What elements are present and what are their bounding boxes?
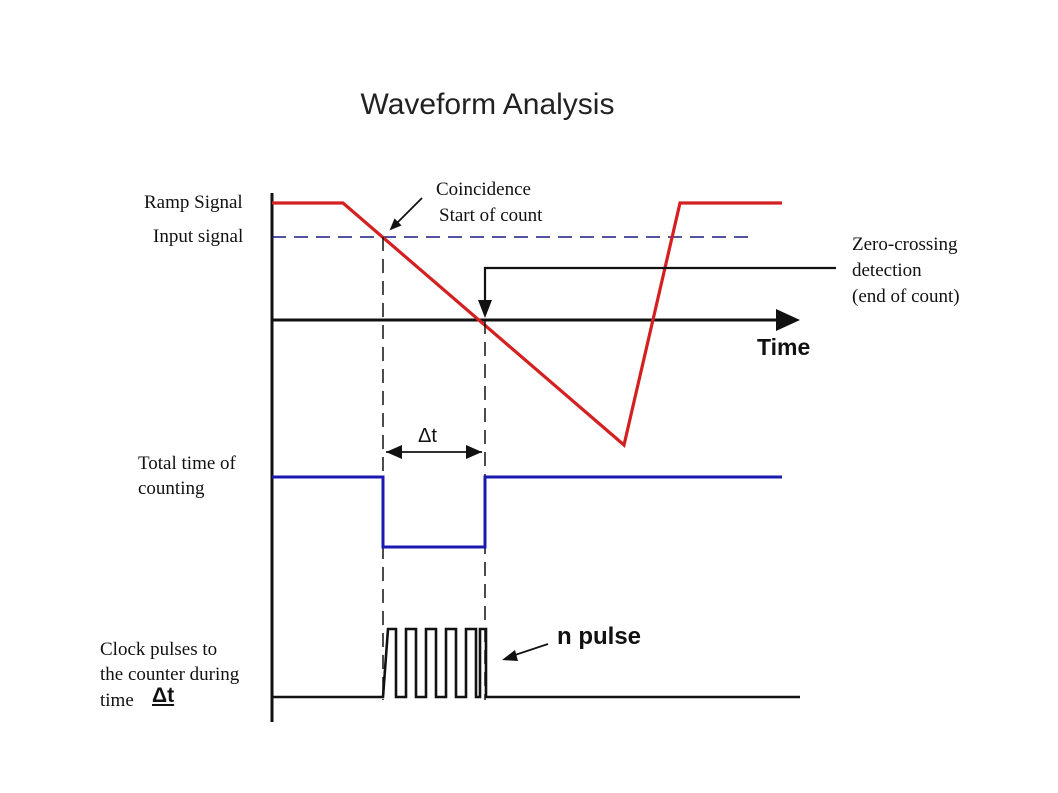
start-of-count-label: Start of count [439,205,543,226]
total-time-label: Total time of [138,453,236,474]
time-axis-arrow [776,309,800,331]
coincidence-arrow [389,197,423,231]
n-pulse-arrowhead [502,650,518,661]
coincidence-label: Coincidence [436,179,531,200]
zero-crossing-label: Zero-crossing [852,234,958,255]
gate-signal-line [272,475,782,549]
detection-label: detection [852,260,922,281]
zero-crossing-arrow-path [483,266,836,304]
counter-during-label: the counter during [100,664,240,685]
input-signal-label: Input signal [153,226,244,247]
delta-t-arrowhead-right [466,445,482,459]
clock-pulses-label: Clock pulses to [100,639,218,660]
time-axis-label: Time [757,334,811,360]
clock-delta-t-label: Δt [152,684,175,707]
ramp-signal-label: Ramp Signal [144,192,243,213]
clock-pulse-line [272,627,800,699]
delta-t-label: Δt [418,425,437,447]
delta-t-arrowhead-left [386,445,402,459]
zero-crossing-arrowhead [478,300,492,318]
end-of-count-label: (end of count) [852,286,960,307]
time-prefix-label: time [100,690,134,711]
n-pulse-label: n pulse [557,623,642,650]
counting-label: counting [138,478,205,499]
page-title: Waveform Analysis [360,88,615,121]
ramp-signal-line [272,201,782,448]
